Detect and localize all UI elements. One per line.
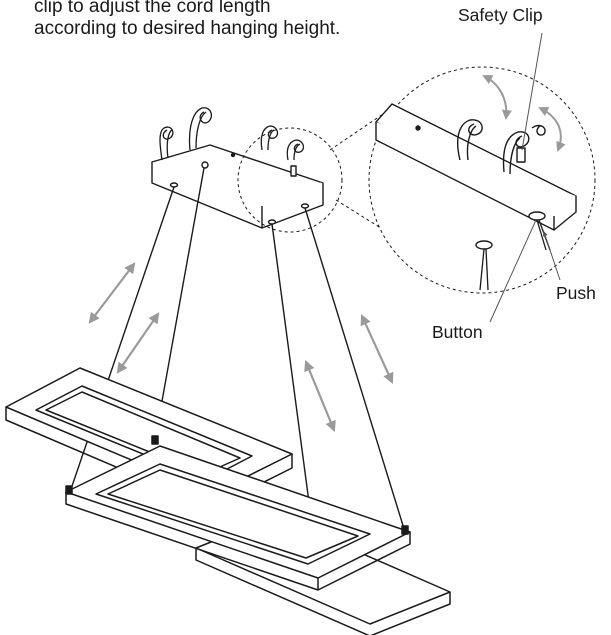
adjust-arrows [88, 262, 394, 433]
safety-clip-leader [521, 32, 543, 151]
zoom-detail [368, 66, 596, 294]
instruction-line-2: according to desired hanging height. [34, 18, 341, 39]
instruction-text: clip to adjust the cord length according… [34, 0, 340, 40]
zoom-source-circle [237, 127, 343, 233]
canopy-button [300, 203, 310, 209]
canopy-safety-clip [290, 165, 297, 177]
light-frames [5, 367, 451, 635]
button-leader [489, 219, 537, 323]
canopy-button [267, 219, 277, 225]
safety-clip [516, 147, 526, 163]
safety-clip-label: Safety Clip [458, 5, 543, 25]
ceiling-canopy [151, 144, 324, 229]
button-left [475, 240, 493, 250]
button-label: Button [432, 322, 483, 342]
push-leader [542, 231, 561, 281]
push-label: Push [556, 283, 596, 303]
button-right [528, 211, 546, 221]
instruction-line-1: clip to adjust the cord length [34, 0, 271, 17]
canopy-wires [159, 107, 305, 161]
canopy-button [169, 182, 179, 188]
canopy-screw [201, 161, 209, 169]
